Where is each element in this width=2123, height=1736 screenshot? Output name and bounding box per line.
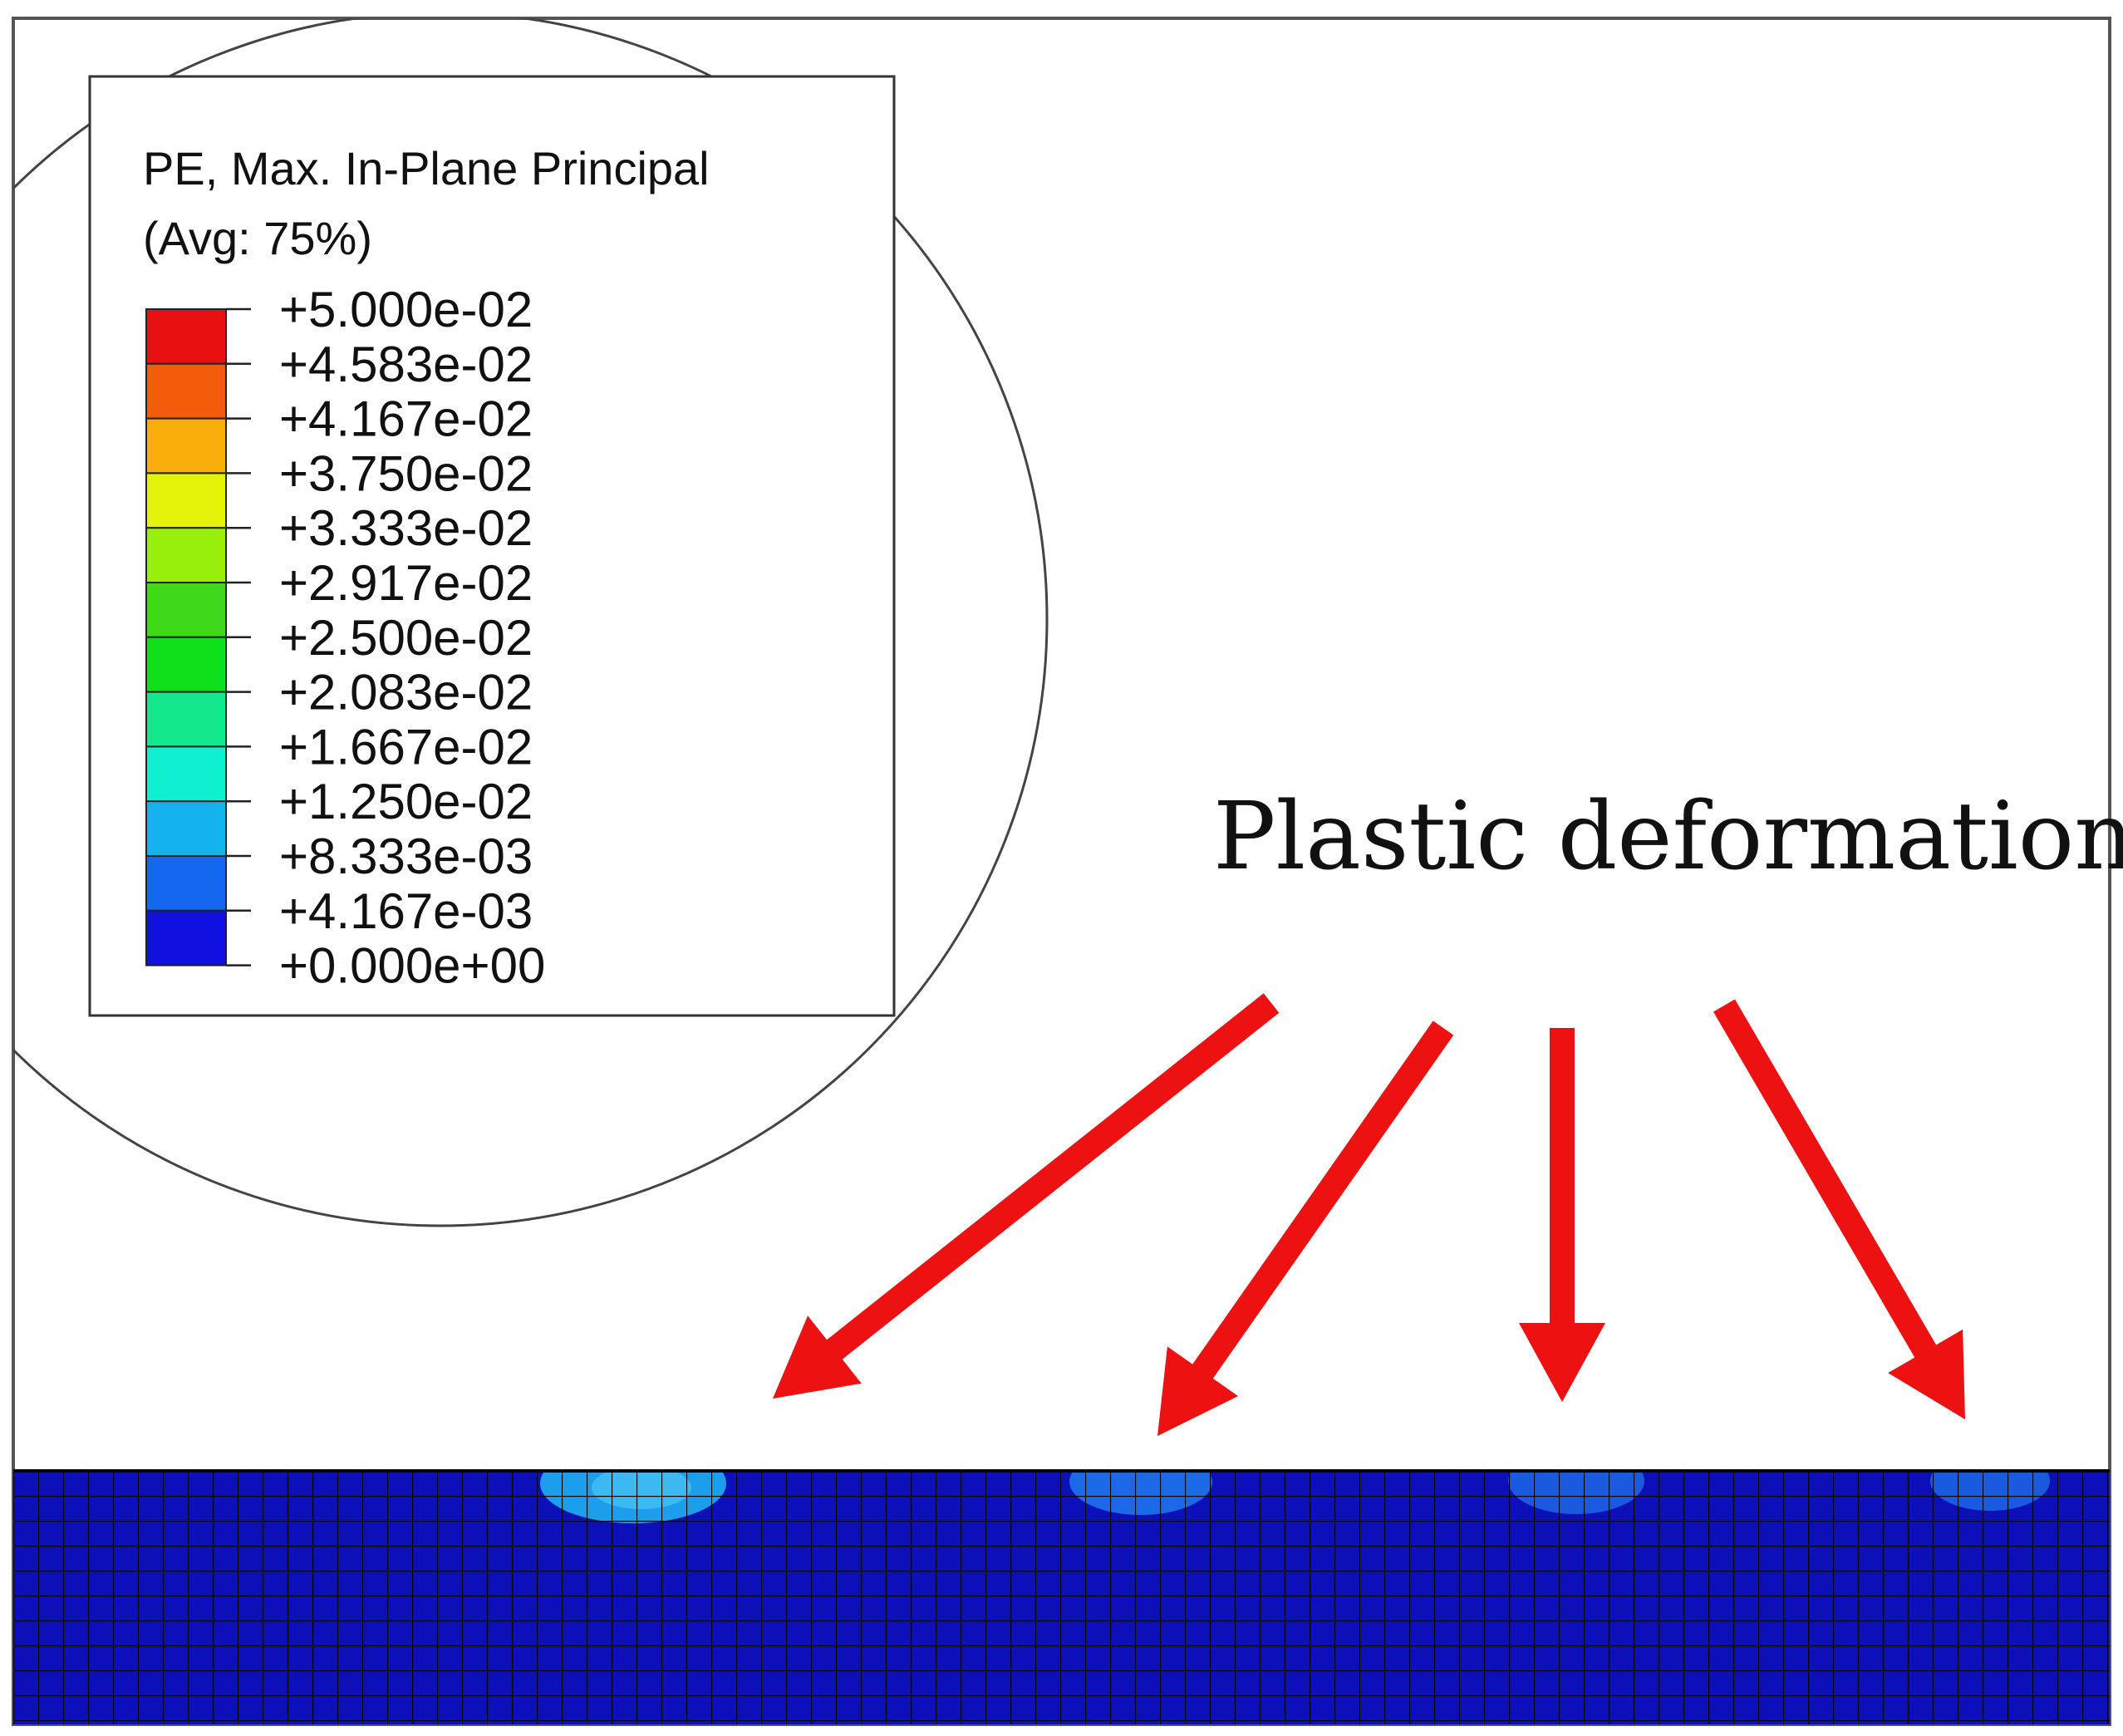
arrow-head	[1519, 1323, 1605, 1402]
legend-color-band	[145, 636, 227, 693]
legend-color-band	[145, 691, 227, 748]
legend-tick-label: +3.750e-02	[279, 445, 533, 501]
legend-color-band	[145, 909, 227, 966]
legend-ticks	[226, 307, 251, 966]
legend-color-band	[145, 308, 227, 365]
legend-tick-label: +8.333e-03	[279, 829, 533, 884]
legend-tick-label: +2.500e-02	[279, 610, 533, 666]
legend-tick-label: +2.917e-02	[279, 555, 533, 611]
arrow-head	[1888, 1329, 1965, 1419]
legend-color-band	[145, 527, 227, 584]
legend-labels: +5.000e-02+4.583e-02+4.167e-02+3.750e-02…	[279, 282, 545, 994]
mesh-grid	[13, 1471, 2110, 1724]
roller-outline	[13, 18, 1049, 1227]
legend-tick-label: +4.167e-03	[279, 883, 533, 939]
arrow-shaft	[1190, 1020, 1454, 1382]
legend-color-band	[145, 800, 227, 858]
legend-color-band	[145, 582, 227, 638]
legend-tick-label: +1.667e-02	[279, 719, 533, 775]
arrow-shaft	[1713, 999, 1939, 1360]
legend-subtitle: (Avg: 75%)	[143, 212, 372, 264]
legend-tick-label: +4.583e-02	[279, 337, 533, 392]
mesh-substrate	[13, 1469, 2110, 1724]
legend-tick-label: +3.333e-02	[279, 500, 533, 556]
legend-tick-label: +1.250e-02	[279, 774, 533, 829]
legend-color-band	[145, 362, 227, 420]
legend-tick-label: +2.083e-02	[279, 665, 533, 720]
legend-color-band	[145, 472, 227, 529]
legend-color-bar	[145, 308, 227, 966]
arrow-head	[1157, 1346, 1239, 1436]
legend-title: PE, Max. In-Plane Principal	[143, 142, 710, 194]
contour-legend: PE, Max. In-Plane Principal (Avg: 75%) +…	[88, 75, 896, 1017]
plastic-deformation-label: Plastic deformation	[1213, 783, 2123, 891]
legend-color-band	[145, 417, 227, 475]
arrow-shaft	[823, 993, 1280, 1362]
legend-tick-label: +0.000e+00	[279, 938, 545, 994]
legend-color-band	[145, 855, 227, 912]
legend-color-band	[145, 745, 227, 803]
legend-tick-label: +5.000e-02	[279, 282, 533, 337]
legend-tick-label: +4.167e-02	[279, 391, 533, 447]
annotation-arrows	[773, 993, 1965, 1436]
arrow-head	[773, 1316, 862, 1399]
